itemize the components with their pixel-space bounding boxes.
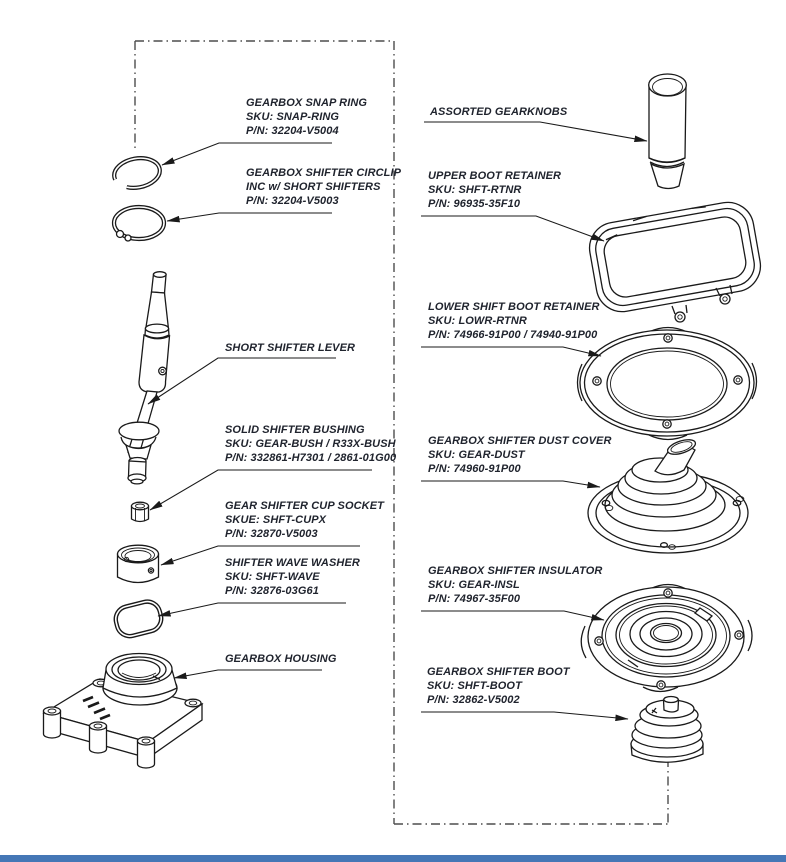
lower-boot-retainer-drawing	[576, 326, 758, 441]
label-short-shifter-lever: SHORT SHIFTER LEVER	[225, 341, 355, 355]
part-title: LOWER SHIFT BOOT RETAINER	[428, 301, 600, 313]
leader-gearbox-housing	[173, 669, 322, 679]
cup-socket-drawing	[116, 544, 160, 584]
part-title: GEARBOX SHIFTER INSULATOR	[428, 565, 603, 577]
part-sku: SKU: SHFT-BOOT	[427, 680, 522, 692]
label-gearbox-housing: GEARBOX HOUSING	[225, 652, 337, 666]
leader-insulator	[421, 610, 605, 621]
leader-shifter-boot	[421, 711, 629, 722]
part-pn: P/N: 74966-91P00 / 74940-91P00	[428, 329, 598, 341]
label-upper-boot-retainer: UPPER BOOT RETAINER SKU: SHFT-RTNR P/N: …	[428, 169, 561, 211]
part-pn: P/N: 74967-35F00	[428, 593, 521, 605]
dust-cover-drawing	[587, 439, 749, 554]
shifter-lever-drawing	[118, 271, 171, 485]
part-title: UPPER BOOT RETAINER	[428, 170, 562, 182]
label-shifter-circlip: GEARBOX SHIFTER CIRCLIP INC w/ SHORT SHI…	[246, 166, 401, 208]
solid-bushing-drawing	[130, 501, 150, 523]
label-assorted-gearknobs: ASSORTED GEARKNOBS	[430, 105, 567, 119]
boot-marking	[651, 707, 658, 714]
part-sku: SKUE: SHFT-CUPX	[225, 514, 327, 526]
leader-lines	[147, 121, 648, 722]
part-title: GEARBOX HOUSING	[225, 653, 337, 665]
leader-solid-bushing	[149, 469, 372, 511]
label-solid-shifter-bushing: SOLID SHIFTER BUSHING SKU: GEAR-BUSH / R…	[225, 423, 396, 465]
part-note: INC w/ SHORT SHIFTERS	[246, 181, 381, 193]
part-pn: P/N: 332861-H7301 / 2861-01G00	[225, 452, 397, 464]
snap-ring-drawing	[112, 156, 162, 190]
part-title: SHIFTER WAVE WASHER	[225, 557, 360, 569]
part-sku: SKU: SNAP-RING	[246, 111, 340, 123]
part-pn: P/N: 32204-V5004	[246, 125, 339, 137]
shifter-boot-drawing	[630, 695, 704, 763]
gearknob-drawing	[648, 73, 687, 190]
wave-washer-drawing	[113, 599, 164, 639]
leader-shifter-lever	[147, 357, 336, 405]
leader-circlip	[166, 212, 332, 223]
part-pn: P/N: 96935-35F10	[428, 198, 521, 210]
part-pn: P/N: 32204-V5003	[246, 195, 339, 207]
kit-boundary-dashed-border	[134, 40, 669, 825]
gearbox-housing-drawing	[42, 652, 204, 769]
part-title: GEARBOX SHIFTER DUST COVER	[428, 435, 612, 447]
bottom-blue-bar	[0, 855, 786, 862]
part-pn: P/N: 32862-V5002	[427, 694, 520, 706]
part-pn: P/N: 32876-03G61	[225, 585, 319, 597]
part-title: SOLID SHIFTER BUSHING	[225, 424, 365, 436]
insulator-drawing	[580, 583, 753, 693]
label-dust-cover: GEARBOX SHIFTER DUST COVER SKU: GEAR-DUS…	[428, 434, 612, 476]
label-snap-ring: GEARBOX SNAP RING SKU: SNAP-RING P/N: 32…	[246, 96, 367, 138]
label-lower-boot-retainer: LOWER SHIFT BOOT RETAINER SKU: LOWR-RTNR…	[428, 300, 600, 342]
mounting-bosses	[42, 678, 202, 769]
part-pn: P/N: 74960-91P00	[428, 463, 521, 475]
upper-boot-retainer-drawing	[588, 201, 762, 323]
part-title: GEARBOX SHIFTER BOOT	[427, 666, 570, 678]
part-sku: SKU: LOWR-RTNR	[428, 315, 527, 327]
embossed-marking	[82, 695, 111, 721]
part-title: GEARBOX SNAP RING	[246, 97, 368, 109]
retainer-tabs	[671, 284, 733, 323]
part-title: GEARBOX SHIFTER CIRCLIP	[246, 167, 402, 179]
leader-wave-washer	[157, 602, 346, 617]
part-sku: SKU: GEAR-INSL	[428, 579, 520, 591]
part-sku: SKU: GEAR-BUSH / R33X-BUSH	[225, 438, 396, 450]
dust-cover-holes	[601, 495, 745, 550]
part-title: ASSORTED GEARKNOBS	[430, 106, 568, 118]
leader-cup-socket	[160, 545, 360, 566]
label-insulator: GEARBOX SHIFTER INSULATOR SKU: GEAR-INSL…	[428, 564, 602, 606]
circlip-drawing	[111, 204, 167, 242]
retainer-bolt-holes	[592, 333, 743, 429]
label-wave-washer: SHIFTER WAVE WASHER SKU: SHFT-WAVE P/N: …	[225, 556, 360, 598]
part-sku: SKU: SHFT-RTNR	[428, 184, 522, 196]
leader-gearknob	[424, 121, 648, 143]
housing-collar	[102, 652, 178, 706]
part-sku: SKU: GEAR-DUST	[428, 449, 525, 461]
part-pn: P/N: 32870-V5003	[225, 528, 318, 540]
leader-upper-retainer	[421, 215, 605, 242]
leader-snap-ring	[161, 142, 332, 166]
leader-lower-retainer	[421, 346, 602, 357]
part-title: GEAR SHIFTER CUP SOCKET	[225, 500, 384, 512]
part-title: SHORT SHIFTER LEVER	[225, 342, 356, 354]
part-sku: SKU: SHFT-WAVE	[225, 571, 320, 583]
insulator-bolt-holes	[594, 588, 744, 690]
label-cup-socket: GEAR SHIFTER CUP SOCKET SKUE: SHFT-CUPX …	[225, 499, 384, 541]
leader-dust-cover	[421, 480, 601, 489]
label-shifter-boot: GEARBOX SHIFTER BOOT SKU: SHFT-BOOT P/N:…	[427, 665, 570, 707]
